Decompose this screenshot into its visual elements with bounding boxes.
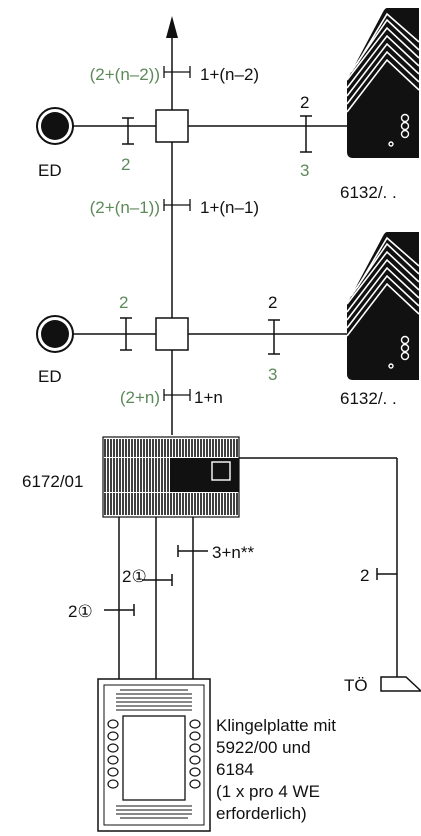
power-supply-controller-icon (102, 436, 240, 518)
distributor-box-icon (155, 109, 189, 143)
door-opener-icon (380, 676, 421, 692)
bell-wire-b-label: 2① (122, 567, 147, 586)
door-bell-button-icon (36, 315, 74, 353)
floor2-station-label: 6132/. . (340, 389, 397, 408)
floor1-left-wire (72, 117, 156, 145)
floor1-ed-label: ED (38, 161, 62, 180)
floor1-right-wire-count: 2 (300, 93, 309, 112)
bell-panel-description: Klingelplatte mit 5922/00 und 6184 (1 x … (216, 716, 336, 823)
riser-label-mid-black: 1+(n–1) (200, 198, 259, 217)
indoor-station-icon (346, 232, 420, 380)
floor1-right-wire (188, 115, 347, 153)
distributor-box-icon (155, 317, 189, 351)
door-opener-wire (239, 457, 398, 677)
floor2-left-wire (72, 317, 156, 351)
riser-label-bottom-green: (2+n) (120, 388, 160, 407)
floor1-station-label: 6132/. . (340, 183, 397, 202)
controller-label: 6172/01 (22, 472, 83, 491)
bell-panel-wires (104, 517, 208, 680)
riser-tick-mid (163, 199, 191, 211)
bell-panel-line-4: (1 x pro 4 WE (216, 782, 320, 801)
floor1-right-wire-count-green: 3 (300, 161, 309, 180)
floor2-right-wire-count: 2 (268, 293, 277, 312)
bell-wire-c-label: 3+n** (212, 543, 254, 562)
indoor-station-icon (346, 8, 420, 158)
door-bell-button-icon (36, 107, 74, 145)
riser-label-bottom-black: 1+n (194, 388, 223, 407)
bell-panel-line-3: 6184 (216, 760, 254, 779)
door-opener-wire-count: 2 (360, 566, 369, 585)
riser-label-top-black: 1+(n–2) (200, 65, 259, 84)
riser-tick-top (163, 66, 191, 78)
floor1-left-wire-count: 2 (121, 155, 130, 174)
floor2-left-wire-count: 2 (119, 293, 128, 312)
door-opener-label: TÖ (344, 676, 368, 695)
floor2-ed-label: ED (38, 367, 62, 386)
bell-panel-line-2: 5922/00 und (216, 738, 311, 757)
riser-label-mid-green: (2+(n–1)) (90, 198, 160, 217)
up-arrow-icon (166, 16, 178, 38)
bell-panel-icon (97, 678, 211, 832)
riser-label-top-green: (2+(n–2)) (90, 65, 160, 84)
floor2-right-wire-count-green: 3 (268, 365, 277, 384)
bell-panel-line-1: Klingelplatte mit (216, 716, 336, 735)
riser-tick-bottom (163, 389, 191, 401)
bell-panel-line-5: erforderlich) (216, 804, 307, 823)
floor2-right-wire (188, 319, 347, 355)
bell-wire-a-label: 2① (68, 602, 93, 621)
